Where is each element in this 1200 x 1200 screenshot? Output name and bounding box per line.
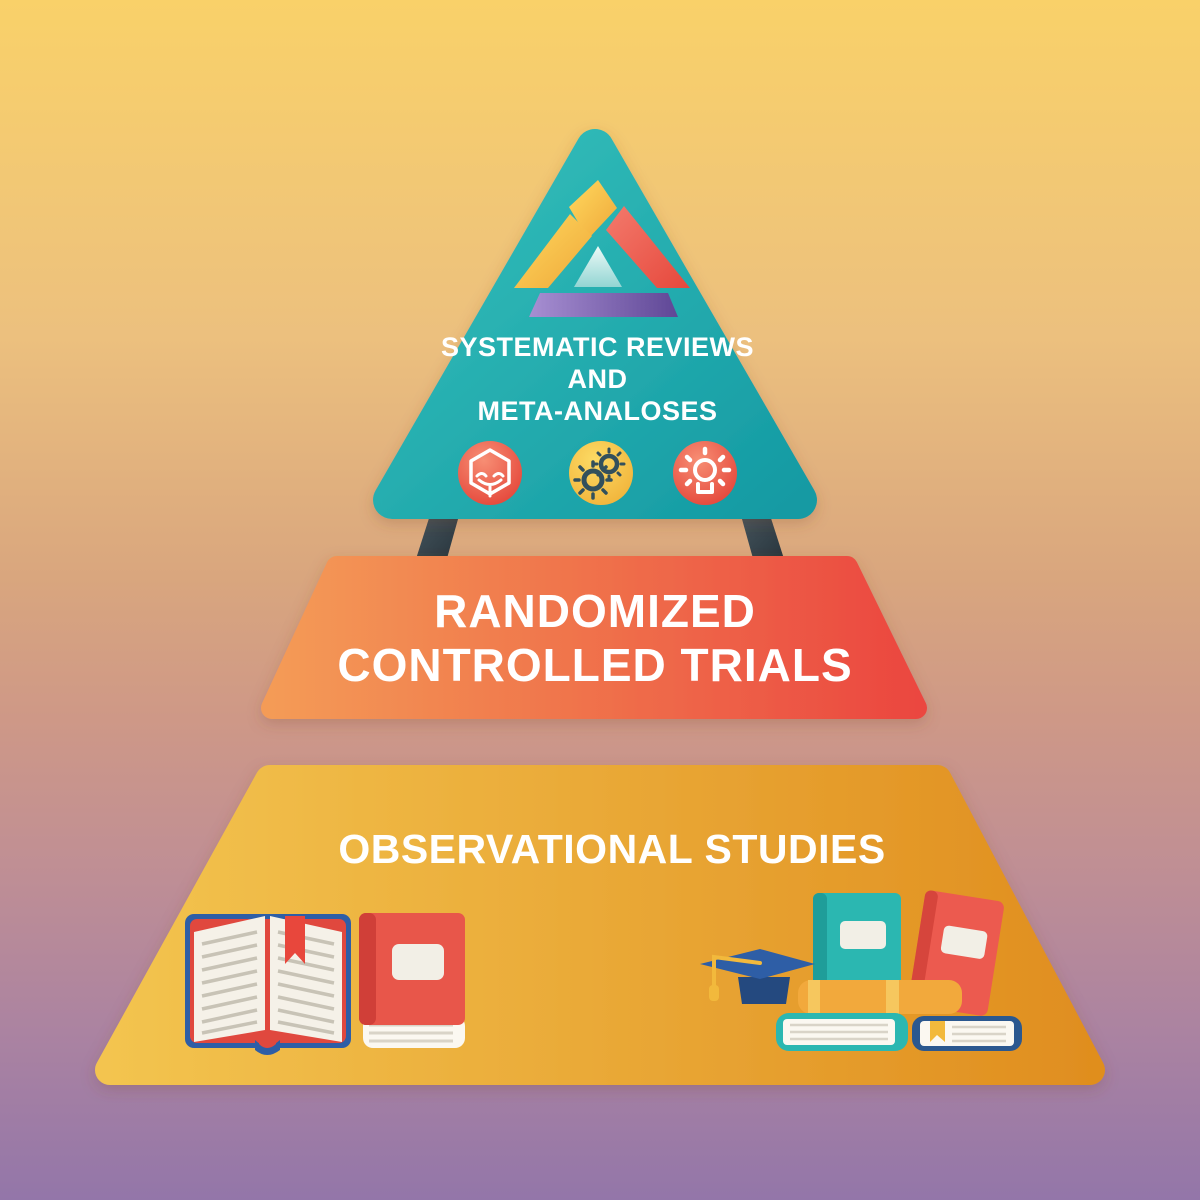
red-book-illustration — [359, 913, 465, 1048]
tassel — [709, 985, 719, 1001]
logo-right-beam — [606, 206, 690, 288]
level2-title: RANDOMIZED CONTROLLED TRIALS — [295, 584, 895, 692]
open-book-illustration — [185, 914, 351, 1055]
graduation-cap-illustration — [700, 949, 815, 1004]
stacked-books-illustration — [700, 890, 1022, 1051]
level1-title: SYSTEMATIC REVIEWS AND META-ANALOSES — [395, 331, 800, 427]
virus-sun-icon — [673, 441, 737, 505]
bottom-lying-books — [776, 1013, 1022, 1051]
page-text-lines — [201, 930, 335, 1035]
level2-trapezoid-shape — [261, 556, 927, 719]
level1-line2: AND — [567, 364, 628, 394]
level1-line3: META-ANALOSES — [477, 396, 718, 426]
triangle-prism-logo — [514, 180, 690, 317]
level3-line1: OBSERVATIONAL STUDIES — [338, 826, 886, 872]
level1-line1: SYSTEMATIC REVIEWS — [440, 332, 755, 362]
logo-top-diamond — [569, 180, 617, 239]
hexagon-hands-icon — [458, 441, 522, 505]
stand-legs — [415, 512, 785, 562]
level2-line1: RANDOMIZED — [434, 585, 756, 637]
bookmark-ribbon — [285, 916, 305, 964]
level3-title: OBSERVATIONAL STUDIES — [262, 827, 962, 871]
yellow-lying-book — [798, 980, 962, 1014]
logo-base-bar — [529, 293, 678, 317]
bookmark-ribbon — [930, 1021, 945, 1042]
logo-inner-triangle — [574, 246, 622, 287]
level2-line2: CONTROLLED TRIALS — [337, 639, 853, 691]
gears-icon — [569, 441, 633, 505]
logo-left-beam — [514, 214, 592, 288]
book-cover-label — [392, 944, 444, 980]
